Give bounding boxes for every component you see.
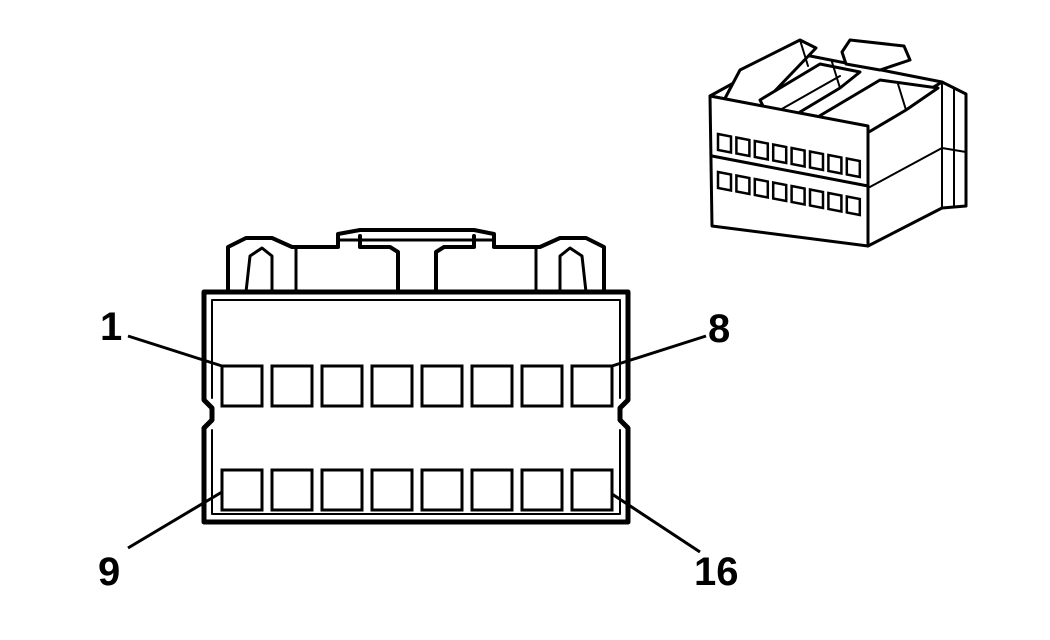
pin-label-9: 9 [98, 550, 120, 594]
leader-line-pin-1 [127, 334, 223, 368]
iso-pin-cavity-5 [790, 146, 806, 169]
iso-pin-cavity-16 [845, 194, 862, 217]
body-inner-edge [211, 299, 621, 515]
iso-pin-cavity-2 [735, 135, 751, 158]
iso-pin-cavity-4 [771, 142, 788, 165]
iso-pin-cavity-10 [735, 173, 751, 196]
pin-cavity-12 [370, 468, 414, 512]
iso-side-ridge [867, 81, 967, 209]
leader-line-pin-8 [611, 334, 707, 368]
pin-label-1: 1 [100, 305, 122, 349]
iso-front-divider [710, 154, 870, 188]
latch-left-slot [294, 245, 340, 294]
connector-front-view [201, 228, 631, 525]
pin-cavity-2 [270, 364, 314, 408]
latch-left-inner [244, 246, 274, 294]
iso-pin-cavity-14 [808, 187, 825, 210]
iso-pin-cavity-15 [827, 191, 843, 214]
leader-line-pin-16 [611, 492, 701, 554]
pin-label-8: 8 [708, 307, 730, 351]
pin-cavity-13 [420, 468, 464, 512]
leader-line-pin-9 [127, 490, 223, 550]
iso-pin-cavity-11 [753, 177, 770, 200]
iso-latch-details [779, 39, 907, 111]
iso-pin-cavity-7 [827, 153, 843, 176]
pin-cavity-3 [320, 364, 364, 408]
pin-cavities-isometric [716, 132, 862, 217]
iso-pin-cavity-13 [790, 184, 806, 207]
pin-cavity-6 [470, 364, 514, 408]
pin-cavity-8 [570, 364, 614, 408]
pin-cavity-11 [320, 468, 364, 512]
pin-cavity-1 [220, 364, 264, 408]
iso-pin-cavity-9 [716, 170, 733, 193]
connector-body-outline [201, 289, 631, 525]
latch-right-inner [558, 246, 588, 294]
pin-cavity-14 [470, 468, 514, 512]
pin-label-16: 16 [694, 550, 739, 594]
pin-cavity-16 [570, 468, 614, 512]
latch-right-slot [492, 245, 538, 294]
leader-lines [127, 334, 707, 554]
pin-cavity-5 [420, 364, 464, 408]
iso-pin-cavity-6 [808, 149, 825, 172]
pin-cavity-15 [520, 468, 564, 512]
iso-pin-cavity-1 [716, 132, 733, 155]
pin-cavity-7 [520, 364, 564, 408]
iso-center-tab [840, 38, 912, 72]
iso-pin-cavity-3 [753, 139, 770, 162]
pin-cavity-9 [220, 468, 264, 512]
iso-pin-cavity-8 [845, 156, 862, 179]
pin-cavity-4 [370, 364, 414, 408]
pin-cavities-front [220, 364, 614, 512]
pin-cavity-10 [270, 468, 314, 512]
iso-pin-cavity-12 [771, 180, 788, 203]
